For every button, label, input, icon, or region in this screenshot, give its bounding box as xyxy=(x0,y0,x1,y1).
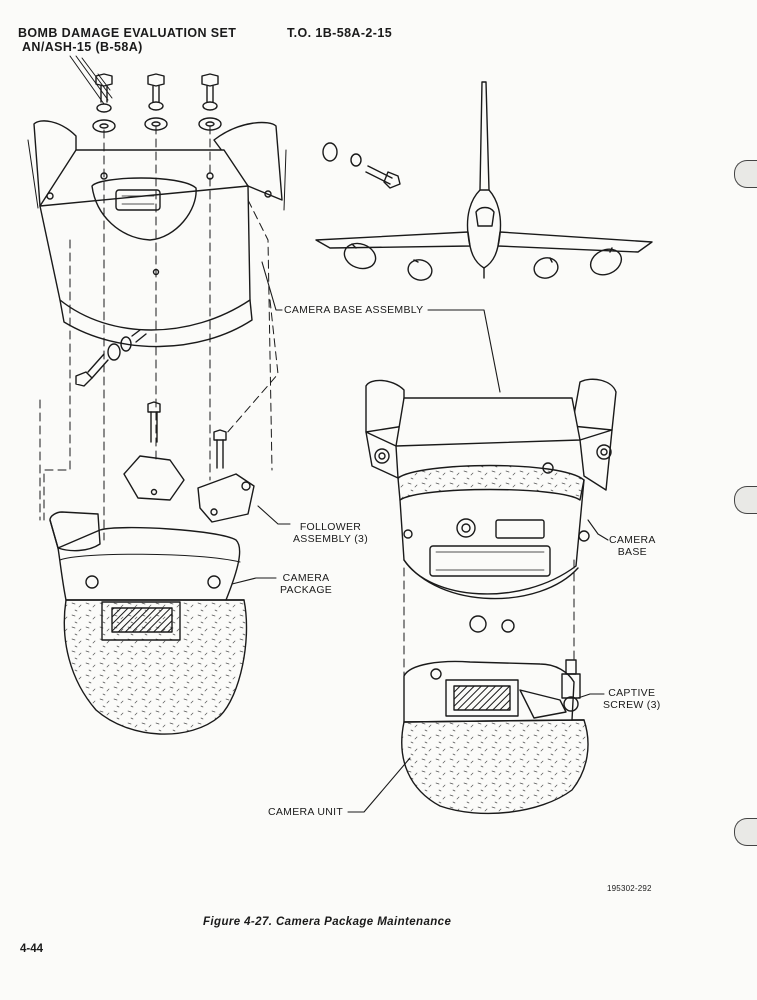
aircraft-illustration-icon xyxy=(315,81,653,281)
punch-hole-icon xyxy=(734,160,757,188)
camera-package-exploded xyxy=(49,511,248,735)
exploded-view-drawing xyxy=(27,55,401,735)
figure-caption: Figure 4-27. Camera Package Maintenance xyxy=(203,916,452,928)
header-tech-order: T.O. 1B-58A-2-15 xyxy=(287,26,393,40)
callout-camera-base: CAMERA BASE xyxy=(609,534,656,558)
callout-captive-screw: CAPTIVE SCREW (3) xyxy=(603,687,661,711)
callout-follower-line1: FOLLOWER xyxy=(299,521,362,533)
callout-follower-line2: ASSEMBLY (3) xyxy=(293,533,368,545)
callout-camera-package-line1: CAMERA xyxy=(282,572,330,584)
callout-camera-package-line2: PACKAGE xyxy=(280,584,333,596)
figure-number: 195302-292 xyxy=(607,884,652,893)
camera-base-exploded xyxy=(27,120,287,348)
bolt-stack-icon xyxy=(92,73,222,133)
camera-unit-assembled xyxy=(401,659,589,815)
callout-camera-unit: CAMERA UNIT xyxy=(268,806,344,818)
callout-camera-package: CAMERA PACKAGE xyxy=(280,572,332,596)
callout-captive-screw-line1: CAPTIVE xyxy=(608,687,656,699)
callout-leaders xyxy=(231,261,609,813)
header-title-line1: BOMB DAMAGE EVALUATION SET xyxy=(18,26,237,40)
callout-camera-base-line1: CAMERA xyxy=(609,534,656,546)
page-number: 4-44 xyxy=(20,943,44,955)
punch-hole-icon xyxy=(734,486,757,514)
callout-camera-base-assembly: CAMERA BASE ASSEMBLY xyxy=(284,304,424,316)
header-title-line2: AN/ASH-15 (B-58A) xyxy=(22,40,143,54)
callout-camera-base-line2: BASE xyxy=(617,546,647,558)
punch-hole-icon xyxy=(734,818,757,846)
callout-follower-assembly: FOLLOWER ASSEMBLY (3) xyxy=(293,521,368,545)
callout-captive-screw-line2: SCREW (3) xyxy=(603,699,661,711)
assembled-view-drawing xyxy=(365,378,617,815)
